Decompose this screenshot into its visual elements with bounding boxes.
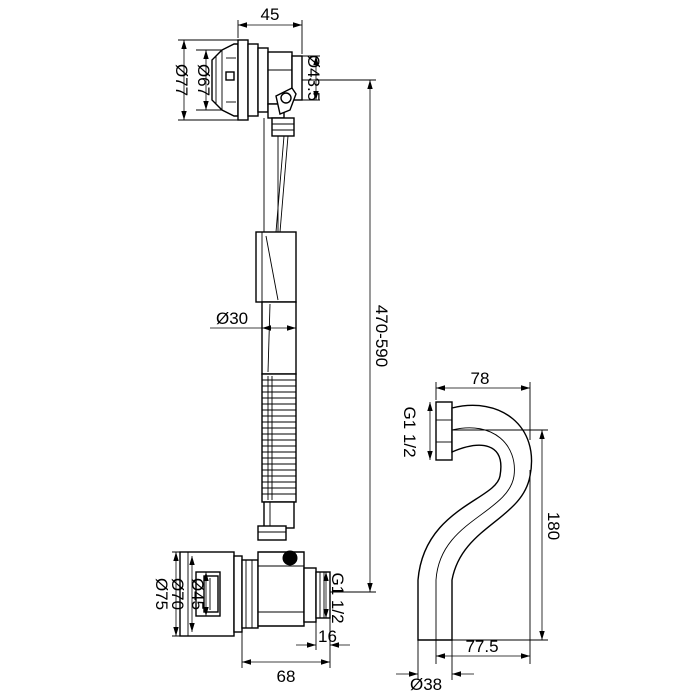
dim-trap-height: 180 — [544, 512, 563, 540]
dimension-labels: 45 Ø77 Ø67 Ø43.5 470-590 Ø30 Ø75 Ø70 Ø45… — [152, 5, 563, 694]
dim-waste-length: 68 — [277, 667, 296, 686]
dim-waste-inner-dia: Ø45 — [188, 578, 207, 610]
dim-waste-outer-dia: Ø75 — [152, 578, 171, 610]
dim-total-length: 470-590 — [372, 305, 391, 367]
dim-waste-mid-dia: Ø70 — [168, 578, 187, 610]
dim-overflow-inner-dia: Ø67 — [194, 64, 213, 96]
s-trap — [417, 401, 533, 641]
dim-pipe-dia: Ø30 — [216, 309, 248, 328]
dim-trap-pipe-dia: Ø38 — [410, 675, 442, 694]
overflow-assembly — [211, 39, 303, 121]
dim-overflow-width: 45 — [261, 5, 280, 24]
dim-trap-thread: G1 1/2 — [400, 406, 419, 457]
dim-overflow-outer-dia: Ø77 — [172, 64, 191, 96]
dim-trap-width-bottom: 77.5 — [465, 637, 498, 656]
corrugated-hose — [261, 373, 297, 503]
dim-trap-width-top: 78 — [471, 369, 490, 388]
dim-overflow-outlet-dia: Ø43.5 — [304, 55, 323, 101]
dimension-lines — [172, 20, 548, 680]
connection-tube — [255, 117, 297, 529]
dim-outlet-thread: G1 1/2 — [328, 572, 347, 623]
dim-outlet-length: 16 — [318, 627, 337, 646]
